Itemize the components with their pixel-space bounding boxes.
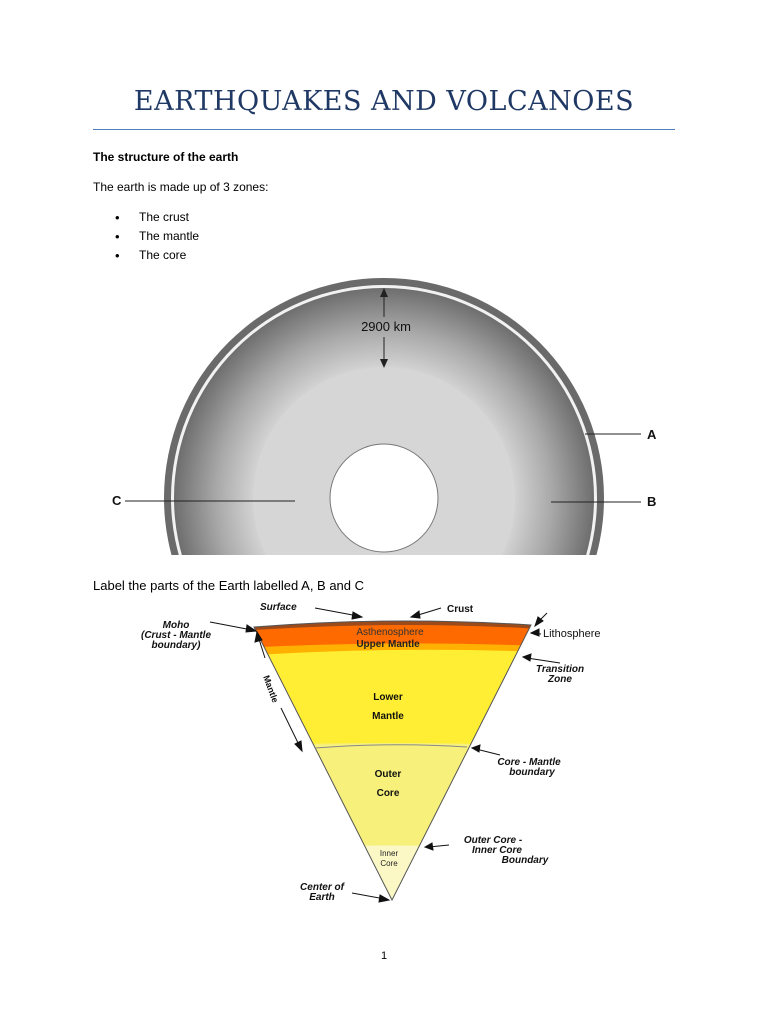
core-mantle-arrow <box>475 748 501 756</box>
list-item: • The core <box>93 248 199 267</box>
zones-list: • The crust • The mantle • The core <box>93 210 199 266</box>
page-number: 1 <box>380 950 388 962</box>
depth-arrowhead-down <box>380 359 388 368</box>
mantle-extent-arrowhead-down <box>294 740 303 753</box>
moho-label: boundary) <box>152 640 202 651</box>
crust-arrowhead <box>409 610 421 619</box>
lithosphere-arrowhead-a <box>534 616 544 628</box>
moho-label: Moho <box>163 620 190 631</box>
core-mantle-line <box>314 744 468 749</box>
title-rule <box>93 129 675 130</box>
asthenosphere-label: Asthenosphere <box>356 627 424 638</box>
oc-ic-arrowhead <box>423 842 434 851</box>
depth-label: 2900 km <box>361 319 411 334</box>
center-of-earth-label: Earth <box>309 892 335 903</box>
section-heading: The structure of the earth <box>93 150 239 164</box>
transition-arrow <box>526 657 561 664</box>
transition-zone-label: Transition <box>536 664 584 675</box>
oc-ic-boundary-label: Inner Core <box>472 845 522 856</box>
center-of-earth-label: Center of <box>300 882 346 893</box>
lower-mantle-label: Mantle <box>372 711 404 722</box>
figure-caption: Label the parts of the Earth labelled A,… <box>93 578 365 593</box>
core-mantle-boundary-label: Core - Mantle <box>497 757 561 768</box>
earth-layers-wedge-figure: Surface Moho (Crust - Mantle boundary) T… <box>141 602 601 903</box>
lithosphere-label: Lithosphere <box>543 628 601 640</box>
moho-arrow <box>209 621 253 631</box>
list-item-label: The core <box>139 247 187 262</box>
moho-arrowhead <box>245 624 258 633</box>
mantle-side-label: Mantle <box>261 674 280 704</box>
lower-mantle-label: Lower <box>373 692 403 703</box>
oc-ic-boundary-label: Boundary <box>502 855 549 866</box>
inner-core-label: Core <box>380 859 398 868</box>
inner-core-label: Inner <box>380 849 399 858</box>
intro-text: The earth is made up of 3 zones: <box>93 180 269 194</box>
oc-ic-boundary-label: Outer Core - <box>464 835 523 846</box>
mantle-extent-arrowhead-up <box>254 630 263 643</box>
mantle-extent-line-bottom <box>280 707 301 748</box>
surface-arrow <box>314 607 359 617</box>
label-b: B <box>647 494 656 509</box>
label-c: C <box>112 493 122 508</box>
surface-arrowhead <box>351 611 364 620</box>
page-title: EARTHQUAKES AND VOLCANOES <box>133 86 635 117</box>
wedge-outline <box>253 620 532 902</box>
inner-core-layer <box>329 443 439 553</box>
outer-core-label: Core <box>377 788 400 799</box>
list-item-label: The mantle <box>139 228 200 243</box>
bullet-icon: • <box>115 210 120 225</box>
list-item: • The mantle <box>93 229 199 248</box>
bullet-icon: • <box>115 228 120 244</box>
outer-core-label: Outer <box>375 769 402 780</box>
surface-label: Surface <box>260 602 297 613</box>
upper-mantle-label: Upper Mantle <box>356 639 420 650</box>
moho-label: (Crust - Mantle <box>141 630 211 641</box>
list-item: • The crust <box>93 210 199 229</box>
list-item-label: The crust <box>139 210 190 224</box>
bullet-icon: • <box>115 247 120 263</box>
transition-zone-label: Zone <box>547 674 572 685</box>
core-mantle-boundary-label: boundary <box>509 767 555 778</box>
transition-arrowhead <box>521 653 532 662</box>
depth-arrowhead-up <box>380 288 388 297</box>
label-a: A <box>647 427 657 442</box>
earth-cross-section-figure: 2900 km A B C <box>112 278 657 555</box>
core-mantle-arrowhead <box>470 744 481 753</box>
lithosphere-arrowhead-b <box>529 628 540 637</box>
upper-mantle-band <box>254 643 531 656</box>
center-arrowhead <box>378 894 391 903</box>
crust-label: Crust <box>447 604 474 615</box>
